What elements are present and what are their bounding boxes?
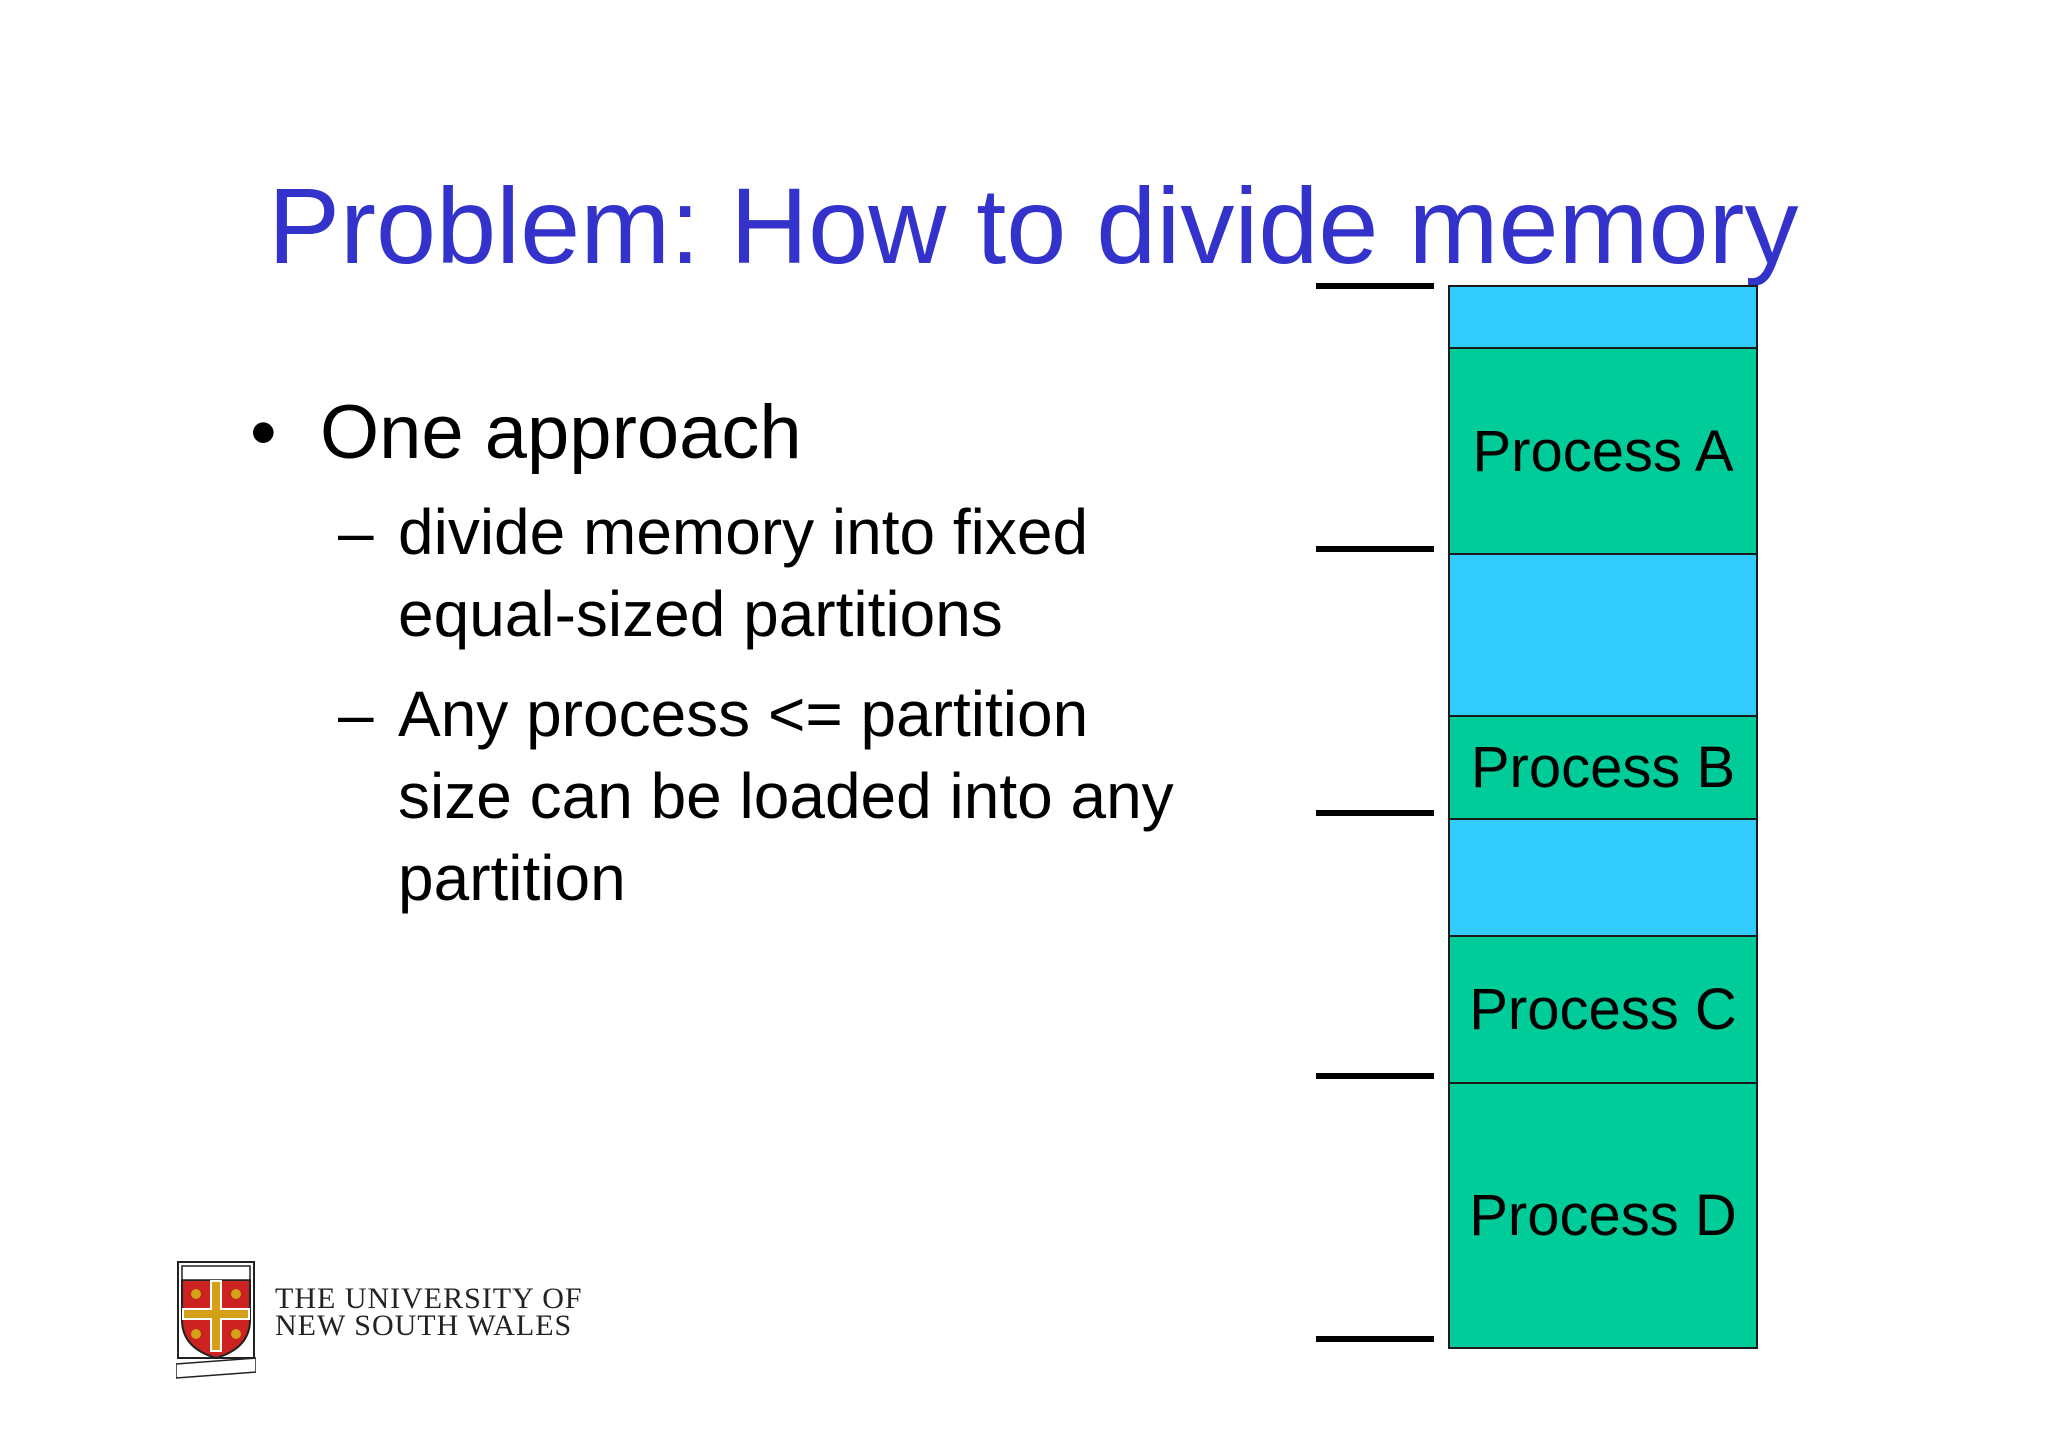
partition-boundary-tick: [1316, 810, 1434, 816]
sub-bullet-item: – divide memory into fixed equal-sized p…: [250, 491, 1198, 655]
process-label: Process C: [1469, 977, 1737, 1042]
partition-boundary-tick: [1316, 1073, 1434, 1079]
bullet-text: One approach: [320, 390, 802, 475]
memory-block-free: [1450, 287, 1756, 347]
university-name: THE UNIVERSITY OF NEW SOUTH WALES: [275, 1282, 583, 1342]
memory-diagram: Process A Process B Process C Process D: [1448, 285, 1758, 1349]
partition-boundary-tick: [1316, 1336, 1434, 1342]
memory-block-process-a: Process A: [1450, 347, 1756, 553]
memory-block-process-b: Process B: [1450, 715, 1756, 818]
dash-icon: –: [338, 496, 374, 568]
process-label: Process A: [1472, 418, 1734, 484]
university-crest-icon: [176, 1261, 256, 1379]
process-label: Process B: [1470, 735, 1736, 800]
bullet-dot-icon: •: [250, 390, 277, 475]
memory-block-process-c: Process C: [1450, 935, 1756, 1082]
dash-icon: –: [338, 678, 374, 750]
bullet-list: •One approach – divide memory into fixed…: [250, 395, 1198, 919]
memory-block-free: [1450, 553, 1756, 715]
slide-title: Problem: How to divide memory: [268, 165, 1799, 286]
process-label: Process D: [1469, 1183, 1737, 1248]
bullet-item: •One approach: [250, 395, 1198, 471]
sub-bullet-text: Any process <= partition size can be loa…: [398, 678, 1174, 914]
memory-block-process-d: Process D: [1450, 1082, 1756, 1347]
memory-block-free: [1450, 818, 1756, 935]
partition-boundary-tick: [1316, 283, 1434, 289]
partition-boundary-tick: [1316, 546, 1434, 552]
sub-bullet-text: divide memory into fixed equal-sized par…: [398, 496, 1089, 650]
sub-bullet-item: – Any process <= partition size can be l…: [250, 673, 1198, 919]
